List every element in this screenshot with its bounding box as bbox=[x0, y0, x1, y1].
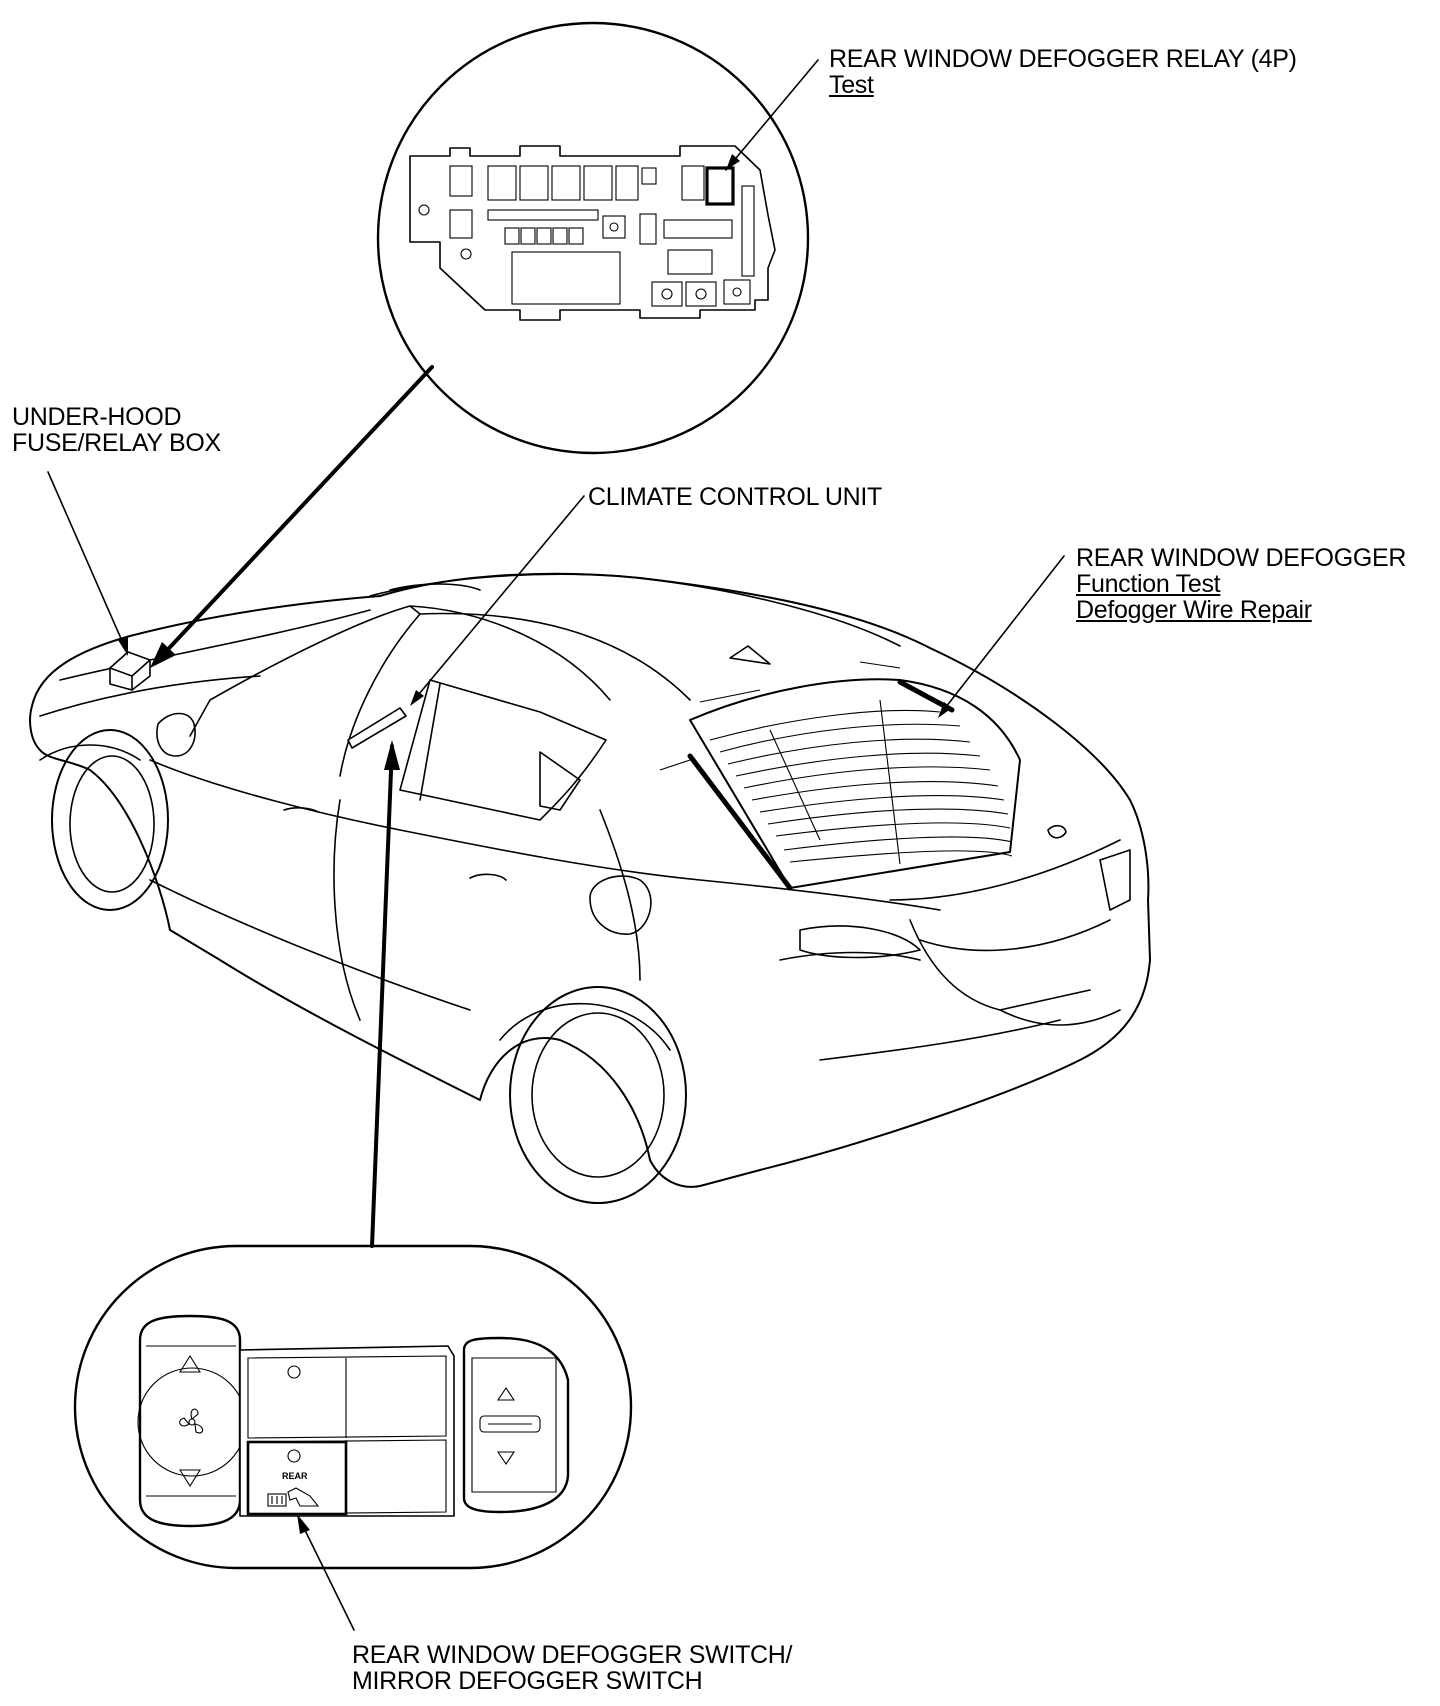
fuse-box-line1: UNDER-HOOD bbox=[12, 403, 182, 431]
defogger-function-test-link[interactable]: Function Test bbox=[1076, 570, 1221, 598]
defogger-label: REAR WINDOW DEFOGGER Function Test Defog… bbox=[1076, 545, 1406, 623]
rear-defogger-icon bbox=[267, 1487, 320, 1507]
switch-line2: MIRROR DEFOGGER SWITCH bbox=[352, 1667, 703, 1695]
relay-test-link[interactable]: Test bbox=[829, 71, 874, 99]
switch-line1: REAR WINDOW DEFOGGER SWITCH/ bbox=[352, 1641, 793, 1669]
relay-title: REAR WINDOW DEFOGGER RELAY (4P) bbox=[829, 45, 1297, 73]
relay-label: REAR WINDOW DEFOGGER RELAY (4P) Test bbox=[829, 46, 1297, 98]
fuse-box-drawing bbox=[409, 145, 776, 321]
fuse-box-line2: FUSE/RELAY BOX bbox=[12, 429, 221, 457]
fuse-box-label: UNDER-HOOD FUSE/RELAY BOX bbox=[12, 404, 221, 456]
fuse-box-leader bbox=[150, 365, 434, 668]
car-drawing bbox=[29, 572, 1151, 1204]
climate-control-label: CLIMATE CONTROL UNIT bbox=[588, 484, 882, 510]
fan-icon bbox=[179, 1408, 204, 1434]
switch-label: REAR WINDOW DEFOGGER SWITCH/ MIRROR DEFO… bbox=[352, 1641, 793, 1695]
rear-window-defogger-drawing bbox=[659, 661, 1021, 891]
fuse-box-detail-circle bbox=[376, 21, 819, 455]
defogger-title: REAR WINDOW DEFOGGER bbox=[1076, 544, 1407, 572]
leaders bbox=[47, 471, 1065, 1248]
defogger-wire-repair-link[interactable]: Defogger Wire Repair bbox=[1076, 596, 1312, 624]
climate-control-title: CLIMATE CONTROL UNIT bbox=[588, 483, 883, 511]
climate-panel-detail bbox=[73, 1244, 633, 1631]
rear-button-text: REAR bbox=[282, 1471, 308, 1481]
